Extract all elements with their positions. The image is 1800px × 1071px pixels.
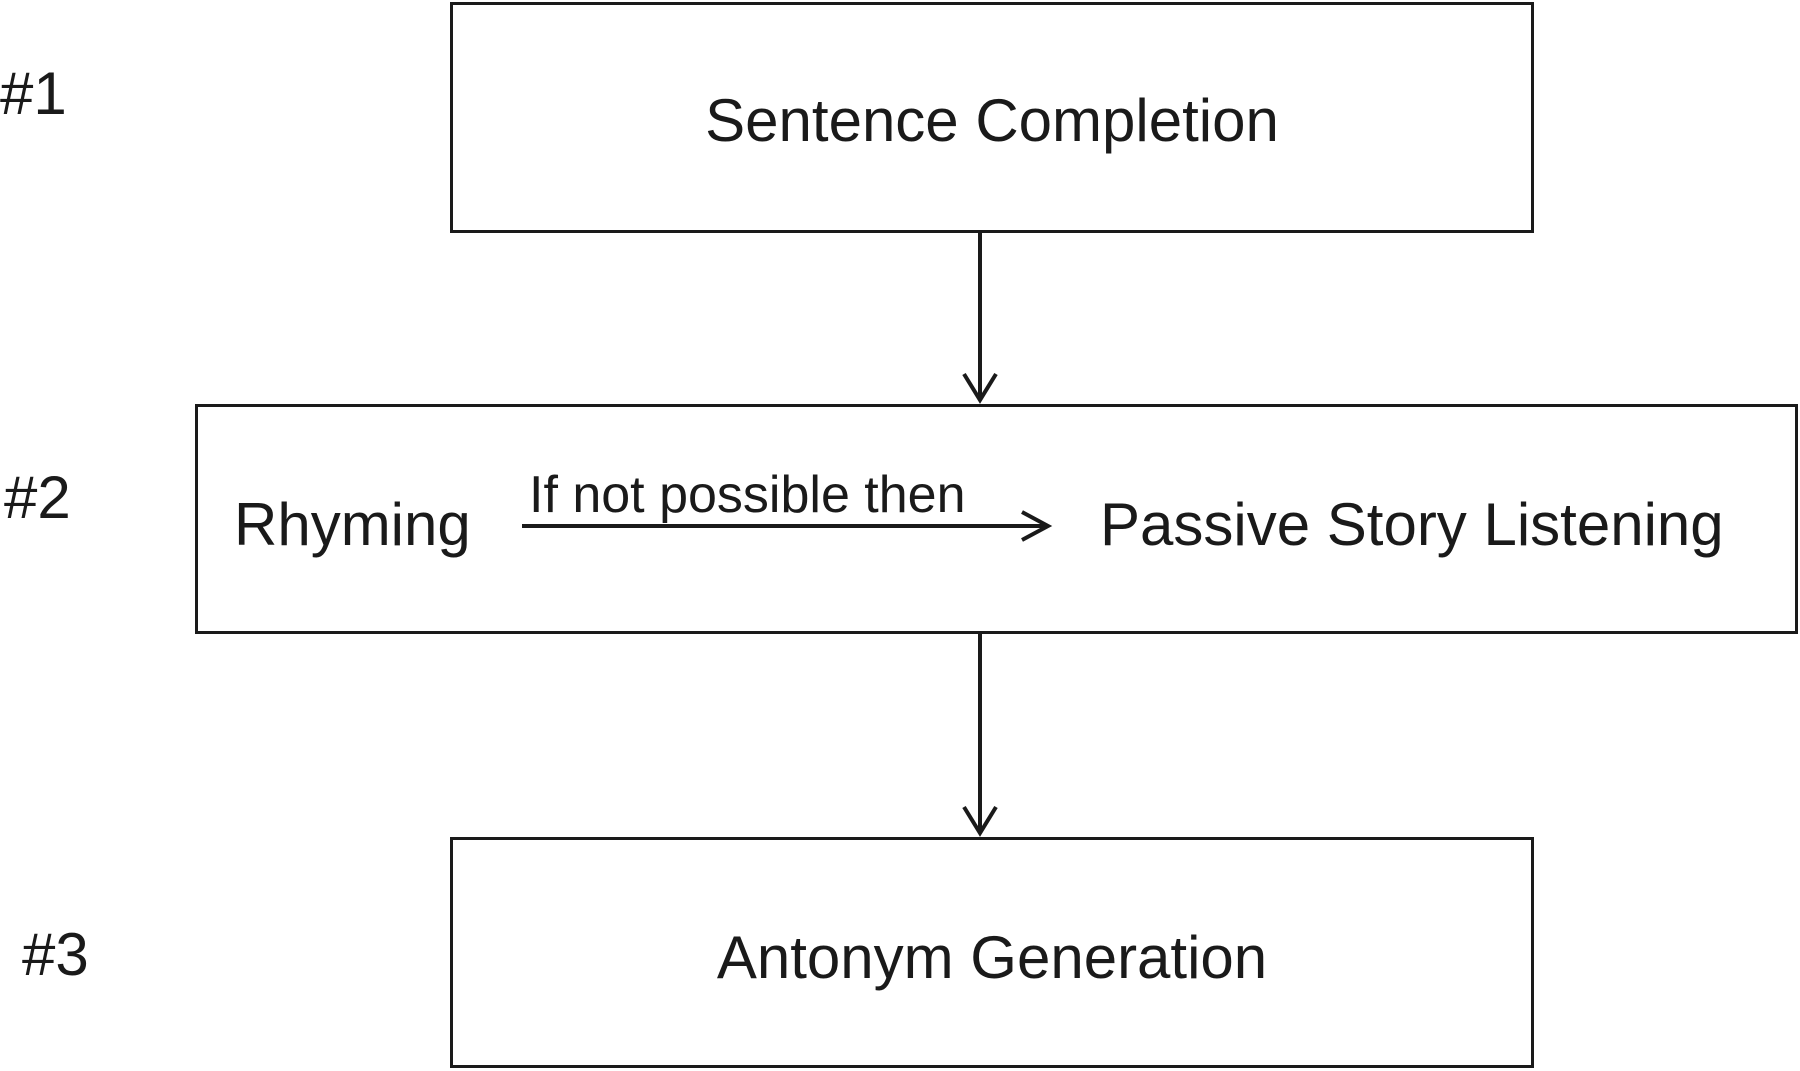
fallback-label: If not possible then — [529, 466, 966, 524]
step-1-number: #1 — [0, 60, 67, 127]
step-1-box: Sentence Completion — [450, 2, 1534, 233]
step-2-number: #2 — [4, 464, 71, 531]
step-2-box: Rhyming If not possible then Passive Sto… — [195, 404, 1798, 634]
step-3-number: #3 — [22, 921, 89, 988]
step-2-alternative-activity: Passive Story Listening — [1100, 491, 1724, 558]
step-3-box: Antonym Generation — [450, 837, 1534, 1068]
step-1-activity: Sentence Completion — [705, 87, 1279, 154]
step-3-activity: Antonym Generation — [716, 924, 1268, 991]
arrow-step-1-to-step-2 — [962, 233, 998, 404]
step-2-primary-activity: Rhyming — [234, 491, 471, 558]
arrow-step-2-to-step-3 — [962, 634, 998, 837]
